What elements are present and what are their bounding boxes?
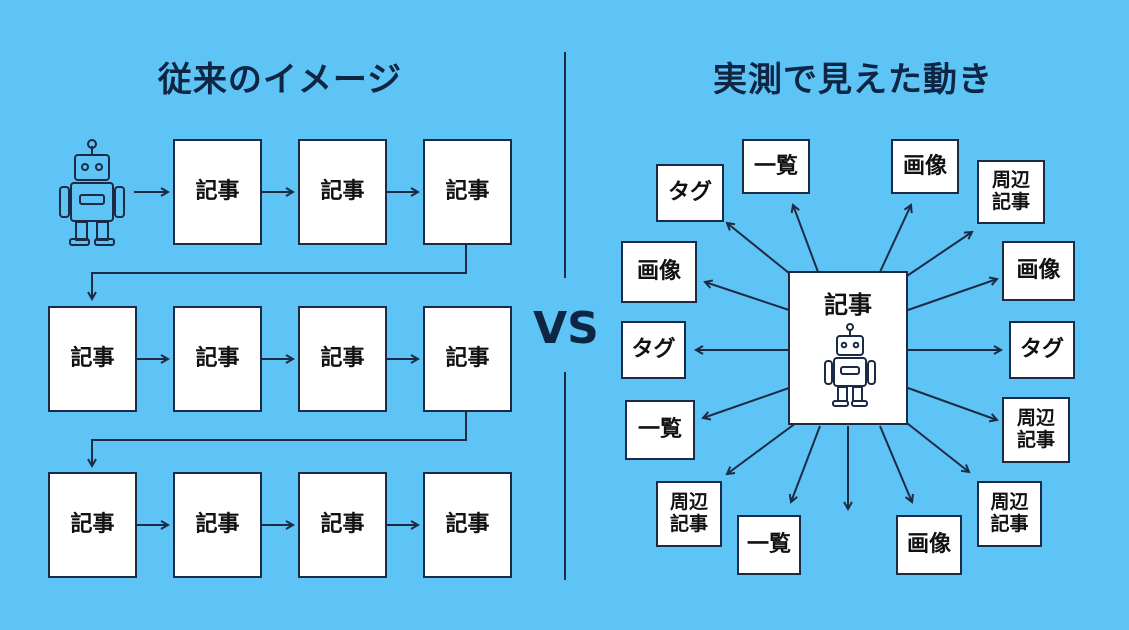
radial-arrow-related-top <box>897 232 972 283</box>
radial-arrow-related-bottom <box>897 415 969 472</box>
related-line1: 周辺 <box>990 491 1029 514</box>
related-line2: 記事 <box>669 513 708 535</box>
article-box: 記事 <box>423 139 512 245</box>
image-box: 画像 <box>1002 241 1075 301</box>
image-box: 画像 <box>891 139 959 194</box>
tag-box: タグ <box>1009 321 1075 379</box>
radial-arrow-image-right <box>907 279 997 311</box>
vs-label: VS <box>533 303 599 354</box>
related-line1: 周辺 <box>991 169 1030 192</box>
related-line2: 記事 <box>990 513 1029 535</box>
arrow-wrap-row2-row3 <box>92 412 467 466</box>
article-box: 記事 <box>423 306 512 412</box>
related-article-box: 周辺 記事 <box>977 160 1045 224</box>
radial-arrow-related-right <box>907 387 997 420</box>
list-box: 一覧 <box>737 515 801 575</box>
article-box: 記事 <box>423 472 512 578</box>
tag-box: タグ <box>656 164 724 222</box>
radial-arrow-image-top <box>879 205 911 273</box>
related-article-box: 周辺 記事 <box>656 481 722 547</box>
tag-box: タグ <box>621 321 686 379</box>
radial-arrow-list-top <box>793 205 819 273</box>
related-article-box: 周辺 記事 <box>977 481 1042 547</box>
radial-arrow-image-bottom <box>879 425 912 502</box>
arrow-wrap-row1-row2 <box>92 245 467 299</box>
list-box: 一覧 <box>742 139 810 194</box>
article-box: 記事 <box>173 306 262 412</box>
image-box: 画像 <box>621 241 697 303</box>
related-line1: 周辺 <box>1016 407 1055 430</box>
article-box: 記事 <box>173 139 262 245</box>
right-title: 実測で見えた動き <box>713 60 993 100</box>
robot-icon <box>59 139 125 246</box>
robot-icon <box>824 323 876 407</box>
center-article-label: 記事 <box>824 291 872 319</box>
related-article-box: 周辺 記事 <box>1002 397 1070 463</box>
article-box: 記事 <box>298 306 387 412</box>
related-line2: 記事 <box>1016 429 1055 451</box>
image-box: 画像 <box>896 515 962 575</box>
list-box: 一覧 <box>625 400 695 460</box>
center-article-box: 記事 <box>788 271 908 425</box>
left-title: 従来のイメージ <box>157 60 403 100</box>
related-line2: 記事 <box>991 191 1030 213</box>
related-line1: 周辺 <box>669 491 708 514</box>
radial-arrow-related-left <box>727 419 801 474</box>
article-box: 記事 <box>173 472 262 578</box>
radial-arrow-list-left <box>703 387 790 418</box>
article-box: 記事 <box>48 472 137 578</box>
radial-arrow-list-bottom <box>791 425 821 502</box>
article-box: 記事 <box>298 139 387 245</box>
article-box: 記事 <box>298 472 387 578</box>
article-box: 記事 <box>48 306 137 412</box>
radial-arrow-image-left <box>705 282 790 311</box>
radial-arrow-tag-top <box>727 223 801 283</box>
